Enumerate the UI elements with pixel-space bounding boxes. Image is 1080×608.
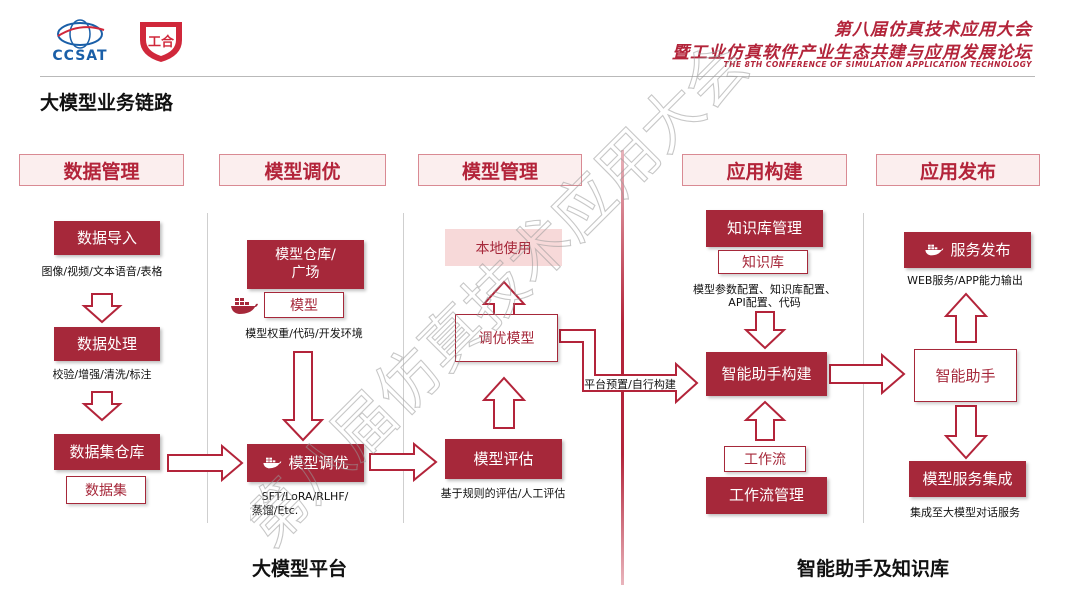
assistant-build-box: 智能助手构建 (706, 352, 827, 396)
arrow-right (167, 443, 244, 483)
model-tuning-caption-1: SFT/LoRA/RLHF/ (261, 490, 349, 503)
gonghe-logo-text: 工合 (148, 34, 175, 50)
tuned-model-box: 调优模型 (455, 314, 558, 362)
platform-divider (621, 150, 624, 585)
local-use-box: 本地使用 (445, 229, 562, 266)
arrow-right (829, 352, 906, 396)
platform-label: 大模型平台 (252, 558, 348, 580)
arrow-up (943, 292, 989, 343)
knowledge-base-caption-2: API配置、代码 (728, 296, 801, 309)
docker-whale-icon (229, 296, 259, 320)
arrow-down (81, 293, 123, 324)
arrow-down (281, 351, 325, 442)
arrow-right (369, 441, 438, 483)
service-publish-caption: WEB服务/APP能力输出 (907, 274, 1023, 287)
gonghe-logo: 工合 (136, 18, 186, 64)
page-title: 大模型业务链路 (40, 92, 174, 114)
stage-model-management: 模型管理 (418, 154, 582, 186)
gonghe-shield-icon: 工合 (140, 22, 182, 62)
data-import-box: 数据导入 (54, 221, 160, 255)
knowledge-base-caption-1: 模型参数配置、知识库配置、 (693, 283, 836, 296)
assistant-kb-label: 智能助手及知识库 (797, 558, 950, 580)
knowledge-base-management-box: 知识库管理 (706, 210, 823, 247)
stage-app-build: 应用构建 (682, 154, 847, 186)
conference-title-line1: 第八届仿真技术应用大会 (834, 20, 1032, 40)
arrow-up (481, 376, 527, 429)
data-process-box: 数据处理 (54, 327, 160, 361)
stage-app-release: 应用发布 (876, 154, 1040, 186)
model-evaluation-box: 模型评估 (445, 439, 562, 479)
dataset-warehouse-box: 数据集仓库 (54, 434, 160, 470)
conference-title-english: THE 8TH CONFERENCE OF SIMULATION APPLICA… (723, 60, 1032, 69)
stage-model-tuning: 模型调优 (219, 154, 386, 186)
column-separator (207, 213, 208, 523)
service-integration-caption: 集成至大模型对话服务 (910, 506, 1020, 519)
model-repository-caption: 模型权重/代码/开发环境 (245, 327, 363, 340)
data-import-caption: 图像/视频/文本语音/表格 (41, 265, 163, 278)
column-separator (403, 213, 404, 523)
dataset-box: 数据集 (66, 476, 146, 504)
deploy-caption: 平台预置/自行构建 (584, 378, 676, 391)
ccsat-logo-text: CCSAT (52, 48, 108, 64)
docker-whale-icon (263, 457, 282, 469)
model-tuning-label: 模型调优 (288, 453, 349, 472)
stage-data-management: 数据管理 (19, 154, 184, 186)
smart-assistant-box: 智能助手 (914, 349, 1017, 402)
docker-whale-icon (925, 244, 944, 256)
arrow-down (943, 405, 989, 460)
conference-title-line2: 暨工业仿真软件产业生态共建与应用发展论坛 (672, 43, 1032, 63)
model-box: 模型 (264, 292, 344, 318)
arrow-down (81, 391, 123, 422)
knowledge-base-box: 知识库 (718, 250, 808, 274)
arrow-elbow-right (559, 329, 699, 405)
data-process-caption: 校验/增强/清洗/标注 (52, 368, 152, 381)
model-evaluation-caption: 基于规则的评估/人工评估 (440, 487, 566, 500)
ccsat-logo: CCSAT (44, 18, 116, 66)
service-publish-box: 服务发布 (904, 232, 1031, 268)
model-repository-box: 模型仓库/ 广场 (247, 240, 364, 289)
service-publish-label: 服务发布 (950, 240, 1011, 259)
model-service-integration-box: 模型服务集成 (909, 461, 1026, 497)
workflow-box: 工作流 (724, 446, 806, 472)
arrow-down (743, 311, 787, 350)
model-tuning-box: 模型调优 (247, 444, 364, 482)
arrow-up (481, 280, 527, 319)
header-divider (40, 76, 1035, 77)
ccsat-emblem-icon (57, 19, 105, 49)
model-tuning-caption-2: 蒸馏/Etc. (251, 504, 299, 517)
arrow-up (743, 400, 787, 441)
workflow-management-box: 工作流管理 (706, 477, 827, 514)
